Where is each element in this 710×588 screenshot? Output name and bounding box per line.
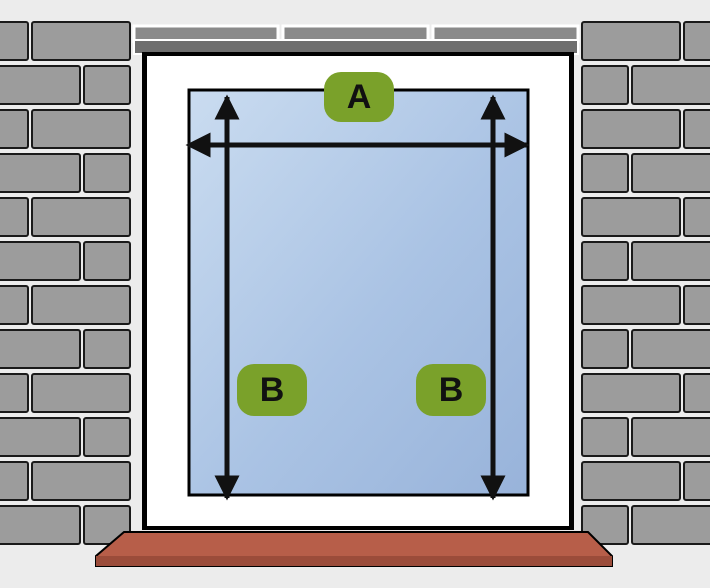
height-label-badge-left: B — [237, 364, 307, 416]
brick — [581, 109, 681, 149]
height-label-left: B — [259, 370, 285, 409]
brick — [0, 329, 81, 369]
brick — [31, 197, 131, 237]
brick — [31, 373, 131, 413]
brick — [31, 461, 131, 501]
width-label-badge: A — [324, 72, 394, 122]
brick — [631, 417, 710, 457]
brick — [83, 65, 131, 105]
brick — [0, 241, 81, 281]
brick — [581, 285, 681, 325]
brick — [581, 153, 629, 193]
brick — [0, 505, 81, 545]
brick — [581, 461, 681, 501]
brick — [0, 109, 29, 149]
height-label-badge-right: B — [416, 364, 486, 416]
brick — [0, 65, 81, 105]
brick — [83, 329, 131, 369]
brick — [631, 153, 710, 193]
brick — [0, 153, 81, 193]
brick — [581, 373, 681, 413]
width-label: A — [346, 77, 372, 116]
window-glass — [187, 88, 530, 497]
brick — [83, 505, 131, 545]
brick — [683, 461, 710, 501]
brick — [83, 153, 131, 193]
brick — [581, 241, 629, 281]
brick — [83, 417, 131, 457]
brick — [581, 505, 629, 545]
brick — [0, 285, 29, 325]
lintel — [132, 24, 580, 55]
height-label-right: B — [438, 370, 464, 409]
brick-wall-left — [0, 21, 131, 545]
brick — [683, 373, 710, 413]
brick — [631, 329, 710, 369]
brick — [0, 417, 81, 457]
brick — [0, 461, 29, 501]
brick — [581, 21, 681, 61]
brick — [0, 197, 29, 237]
brick — [631, 65, 710, 105]
brick — [0, 21, 29, 61]
brick — [83, 241, 131, 281]
brick — [581, 197, 681, 237]
brick — [0, 373, 29, 413]
brick — [31, 285, 131, 325]
brick — [31, 21, 131, 61]
brick — [631, 241, 710, 281]
brick-wall-right — [581, 21, 710, 545]
brick — [581, 329, 629, 369]
brick — [581, 65, 629, 105]
brick — [683, 197, 710, 237]
brick — [683, 285, 710, 325]
brick — [31, 109, 131, 149]
brick — [581, 417, 629, 457]
brick — [683, 21, 710, 61]
brick — [631, 505, 710, 545]
brick — [683, 109, 710, 149]
